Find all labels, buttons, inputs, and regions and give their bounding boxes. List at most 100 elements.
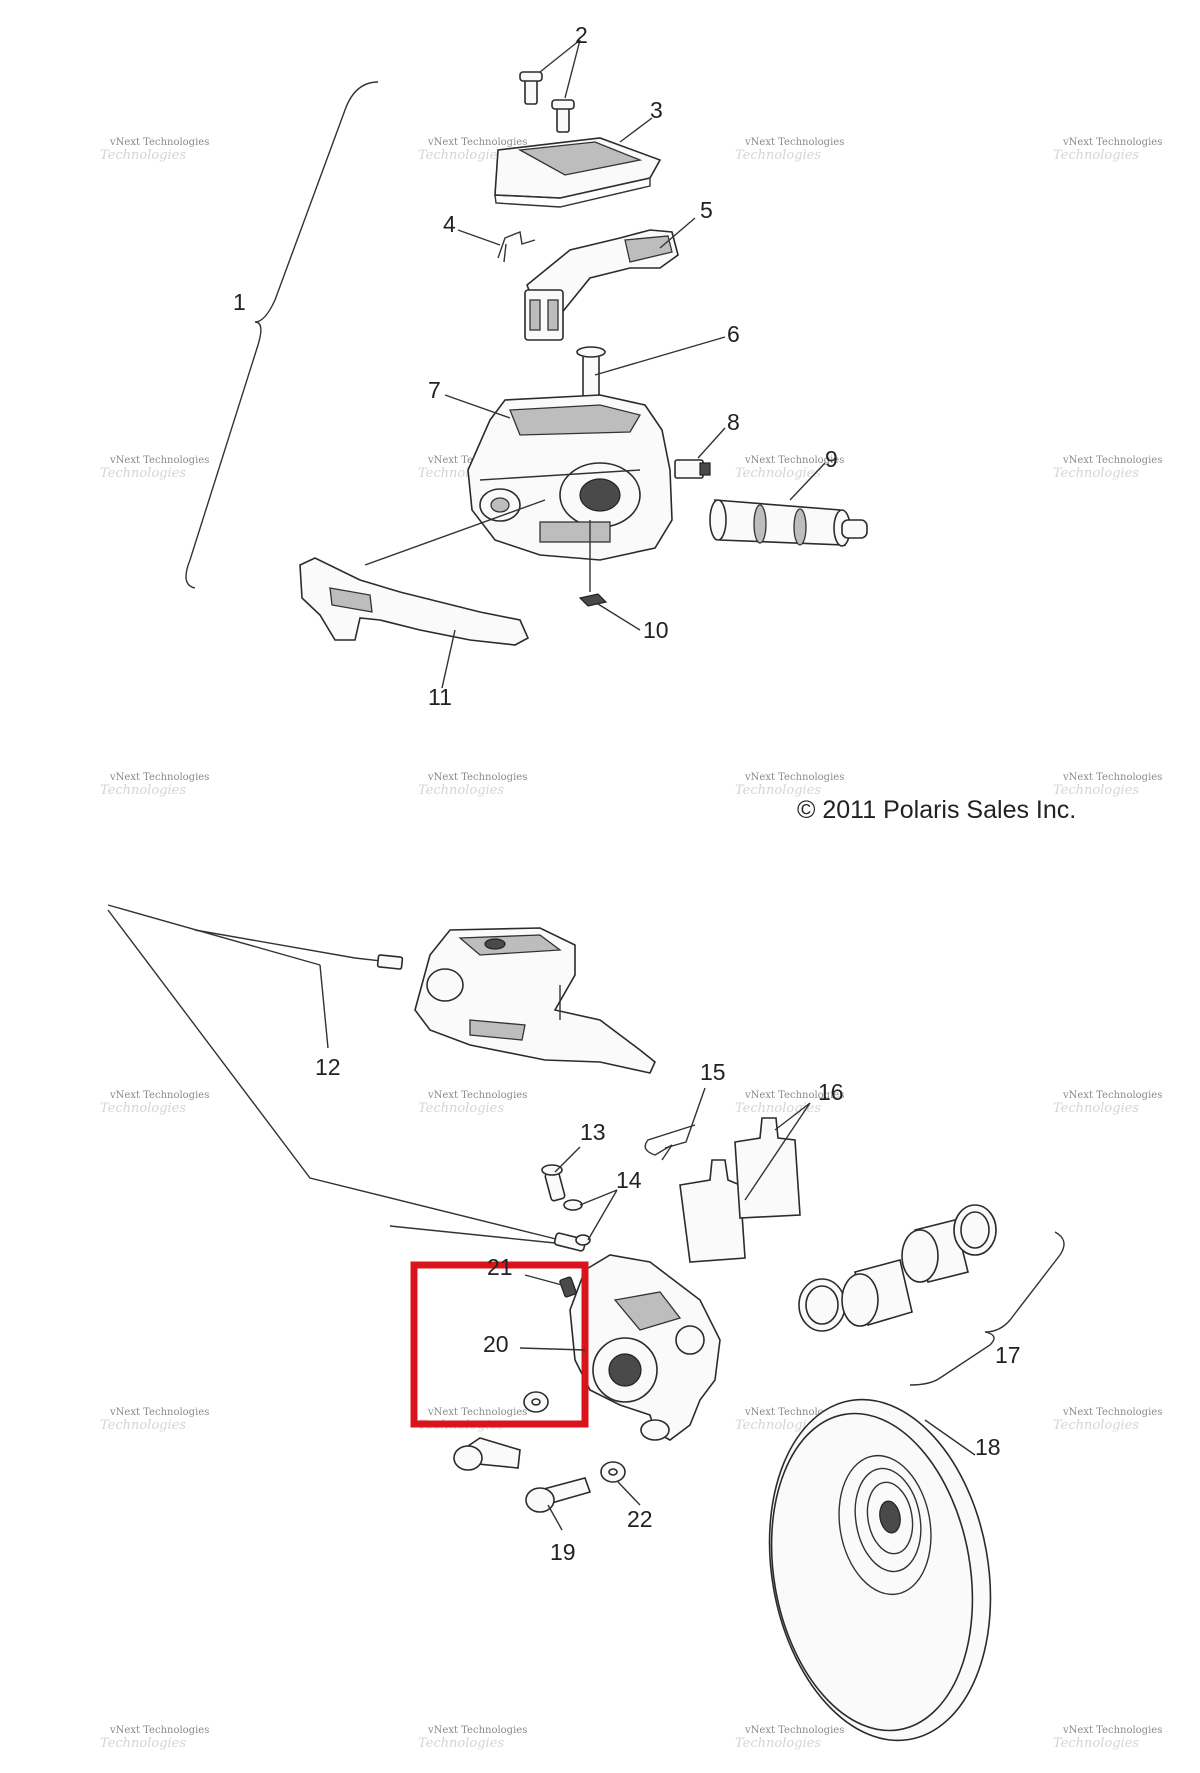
caliper-body [569,1254,721,1441]
callout-5: 5 [700,197,713,223]
watermark: Technologies vNext Technologies [100,137,209,163]
leader-lines-top [364,39,826,689]
bleeder-screw [541,1164,566,1202]
svg-text:vNext Technologies: vNext Technologies [427,1090,527,1101]
callout-8: 8 [727,409,740,435]
master-cylinder-body [467,394,673,561]
svg-text:Technologies: Technologies [100,466,186,481]
watermark: Technologies vNext Technologies [100,772,209,798]
watermark: Technologies vNext Technologies [1053,772,1162,798]
callout-13: 13 [580,1119,606,1145]
svg-text:vNext Technologies: vNext Technologies [744,137,844,148]
watermark: Technologies vNext Technologies [418,772,527,798]
callout-9: 9 [825,446,838,472]
svg-text:vNext Technologies: vNext Technologies [109,1725,209,1736]
svg-text:Technologies: Technologies [100,1418,186,1433]
svg-text:Technologies: Technologies [100,783,186,798]
brake-switch [674,459,711,479]
svg-text:Technologies: Technologies [100,1736,186,1751]
svg-text:vNext Technologies: vNext Technologies [109,137,209,148]
svg-text:Technologies: Technologies [1053,1101,1139,1116]
callout-7: 7 [428,377,441,403]
svg-text:vNext Technologies: vNext Technologies [427,1407,527,1418]
svg-text:Technologies: Technologies [735,1736,821,1751]
callout-16: 16 [818,1079,844,1105]
retaining-clip [578,593,608,607]
svg-text:vNext Technologies: vNext Technologies [427,1725,527,1736]
svg-text:vNext Technologies: vNext Technologies [109,455,209,466]
brake-lever [299,557,530,646]
svg-text:Technologies: Technologies [735,148,821,163]
svg-text:vNext Technologies: vNext Technologies [744,455,844,466]
callout-12: 12 [315,1054,341,1080]
callouts-bottom: 12 13 14 15 16 17 18 19 20 21 22 [315,1054,1021,1565]
svg-text:vNext Technologies: vNext Technologies [1062,1725,1162,1736]
svg-text:Technologies: Technologies [1053,148,1139,163]
watermark: Technologies vNext Technologies [735,455,844,481]
watermark: Technologies vNext Technologies [735,1725,844,1751]
throttle-lever [524,229,679,341]
cover-screws [519,71,575,133]
callout-1: 1 [233,289,246,315]
watermark: Technologies vNext Technologies [418,1407,527,1433]
watermark: Technologies vNext Technologies [1053,1090,1162,1116]
callout-22: 22 [627,1506,653,1532]
svg-text:vNext Technologies: vNext Technologies [109,772,209,783]
svg-text:Technologies: Technologies [1053,783,1139,798]
master-piston [709,499,868,547]
callout-10: 10 [643,617,669,643]
mounting-bolts [453,1437,592,1513]
svg-text:Technologies: Technologies [1053,1736,1139,1751]
callout-14: 14 [616,1167,642,1193]
callout-20: 20 [483,1331,509,1357]
crush-washers [563,1199,591,1246]
svg-text:vNext Technologies: vNext Technologies [1062,137,1162,148]
svg-text:Technologies: Technologies [735,1418,821,1433]
watermark: Technologies vNext Technologies [1053,1725,1162,1751]
watermark: Technologies vNext Technologies [100,1090,209,1116]
svg-text:Technologies: Technologies [735,466,821,481]
caliper-pistons [798,1204,997,1332]
svg-text:vNext Technologies: vNext Technologies [109,1090,209,1101]
svg-text:vNext Technologies: vNext Technologies [744,1090,844,1101]
callout-4: 4 [443,211,456,237]
watermark: Technologies vNext Technologies [418,1725,527,1751]
svg-text:vNext Technologies: vNext Technologies [1062,455,1162,466]
leader-lines-bottom [319,964,976,1531]
watermark: Technologies vNext Technologies [1053,1407,1162,1433]
callout-21: 21 [487,1254,513,1280]
svg-text:Technologies: Technologies [1053,1418,1139,1433]
brake-disc [768,1398,992,1742]
svg-text:Technologies: Technologies [735,783,821,798]
watermark: Technologies vNext Technologies [100,1725,209,1751]
lever-spring [497,231,536,263]
svg-text:vNext Technologies: vNext Technologies [1062,1407,1162,1418]
screw-shape [524,77,538,105]
assembly-brace [185,81,379,589]
svg-text:Technologies: Technologies [418,1101,504,1116]
watermark: Technologies vNext Technologies [418,137,527,163]
reservoir-cover [494,137,662,208]
watermark: Technologies vNext Technologies [735,1090,844,1116]
svg-text:Technologies: Technologies [100,1101,186,1116]
brake-line [107,904,587,1252]
svg-text:Technologies: Technologies [735,1101,821,1116]
watermark: Technologies vNext Technologies [735,772,844,798]
callout-11: 11 [428,684,452,710]
svg-text:vNext Technologies: vNext Technologies [1062,1090,1162,1101]
pivot-pin [576,346,606,406]
svg-text:vNext Technologies: vNext Technologies [744,1407,844,1418]
master-cylinder-assembly [414,927,656,1074]
copyright-notice: © 2011 Polaris Sales Inc. [797,796,1076,824]
watermark: Technologies vNext Technologies [1053,455,1162,481]
callouts-top: 1 2 3 4 5 6 7 8 9 10 11 [233,22,838,710]
callout-2: 2 [575,22,588,48]
svg-text:Technologies: Technologies [418,783,504,798]
svg-text:vNext Technologies: vNext Technologies [427,772,527,783]
brake-pads [679,1117,801,1263]
watermarks: Technologies vNext Technologies Technolo… [100,137,1162,1751]
watermark: Technologies vNext Technologies [100,455,209,481]
svg-text:vNext Technologies: vNext Technologies [744,1725,844,1736]
watermark: Technologies vNext Technologies [735,1407,844,1433]
